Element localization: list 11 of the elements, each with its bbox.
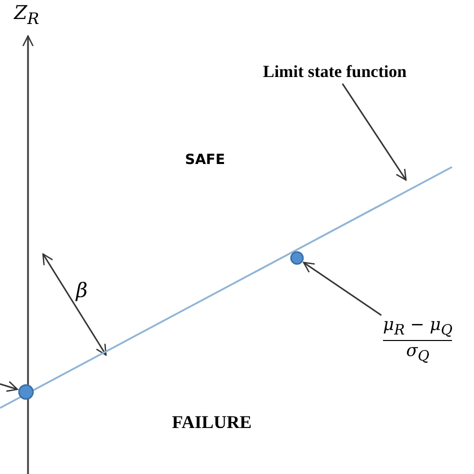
arrow	[0, 380, 18, 392]
region-label: FAILURE	[172, 412, 252, 433]
function-label: Limit state function	[263, 62, 407, 82]
leader-line	[302, 262, 382, 316]
region-label: SAFE	[185, 152, 226, 168]
formula-label: μ$_{R}$ − μ$_{Q}$ σ$_{Q}$	[383, 315, 452, 365]
point-marker	[18, 384, 34, 400]
point-marker	[290, 251, 304, 265]
beta-symbol: β	[76, 278, 88, 302]
arrow	[342, 83, 407, 181]
axis-label: Z$_{R}$	[14, 2, 40, 28]
